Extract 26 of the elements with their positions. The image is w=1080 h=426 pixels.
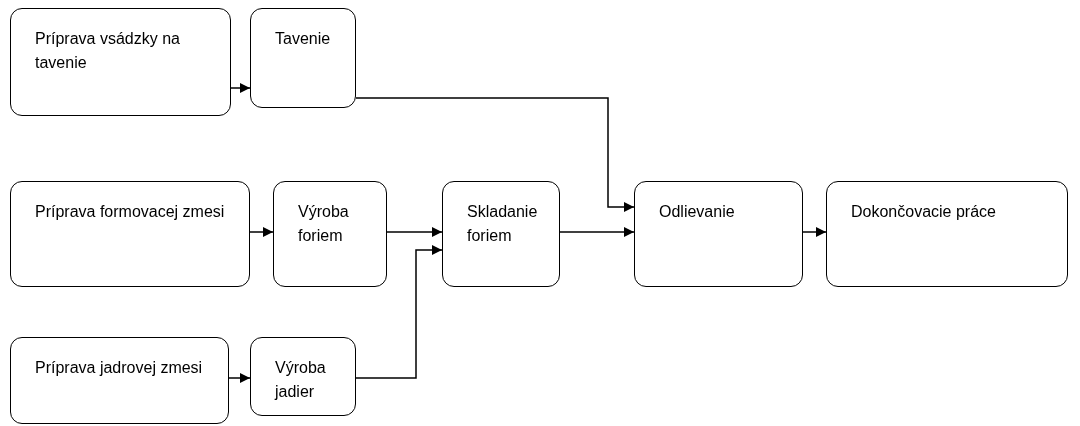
step-label: Príprava vsádzky na tavenie (35, 29, 181, 73)
arrow (355, 97, 635, 212)
step-label: Príprava formovacej zmesi (35, 202, 226, 222)
process-box (10, 181, 250, 287)
step-label: Skladanie foriem (467, 202, 539, 246)
process-box (10, 8, 231, 116)
process-box (442, 181, 560, 287)
step-label: Tavenie (275, 29, 332, 49)
process-box (634, 181, 803, 287)
process-box (250, 8, 356, 108)
arrow (230, 83, 251, 93)
step-label: Výroba jadier (275, 358, 327, 402)
process-box (250, 337, 356, 416)
arrow (386, 227, 443, 237)
step-label: Dokončovacie práce (851, 202, 997, 222)
arrow (559, 227, 635, 237)
process-box (273, 181, 387, 287)
arrow (802, 227, 827, 237)
step-label: Príprava jadrovej zmesi (35, 358, 204, 378)
arrow (355, 245, 443, 379)
process-box (10, 337, 229, 424)
process-box (826, 181, 1068, 287)
arrow (249, 227, 274, 237)
step-label: Výroba foriem (298, 202, 350, 246)
step-label: Odlievanie (659, 202, 736, 222)
arrow (228, 373, 251, 383)
